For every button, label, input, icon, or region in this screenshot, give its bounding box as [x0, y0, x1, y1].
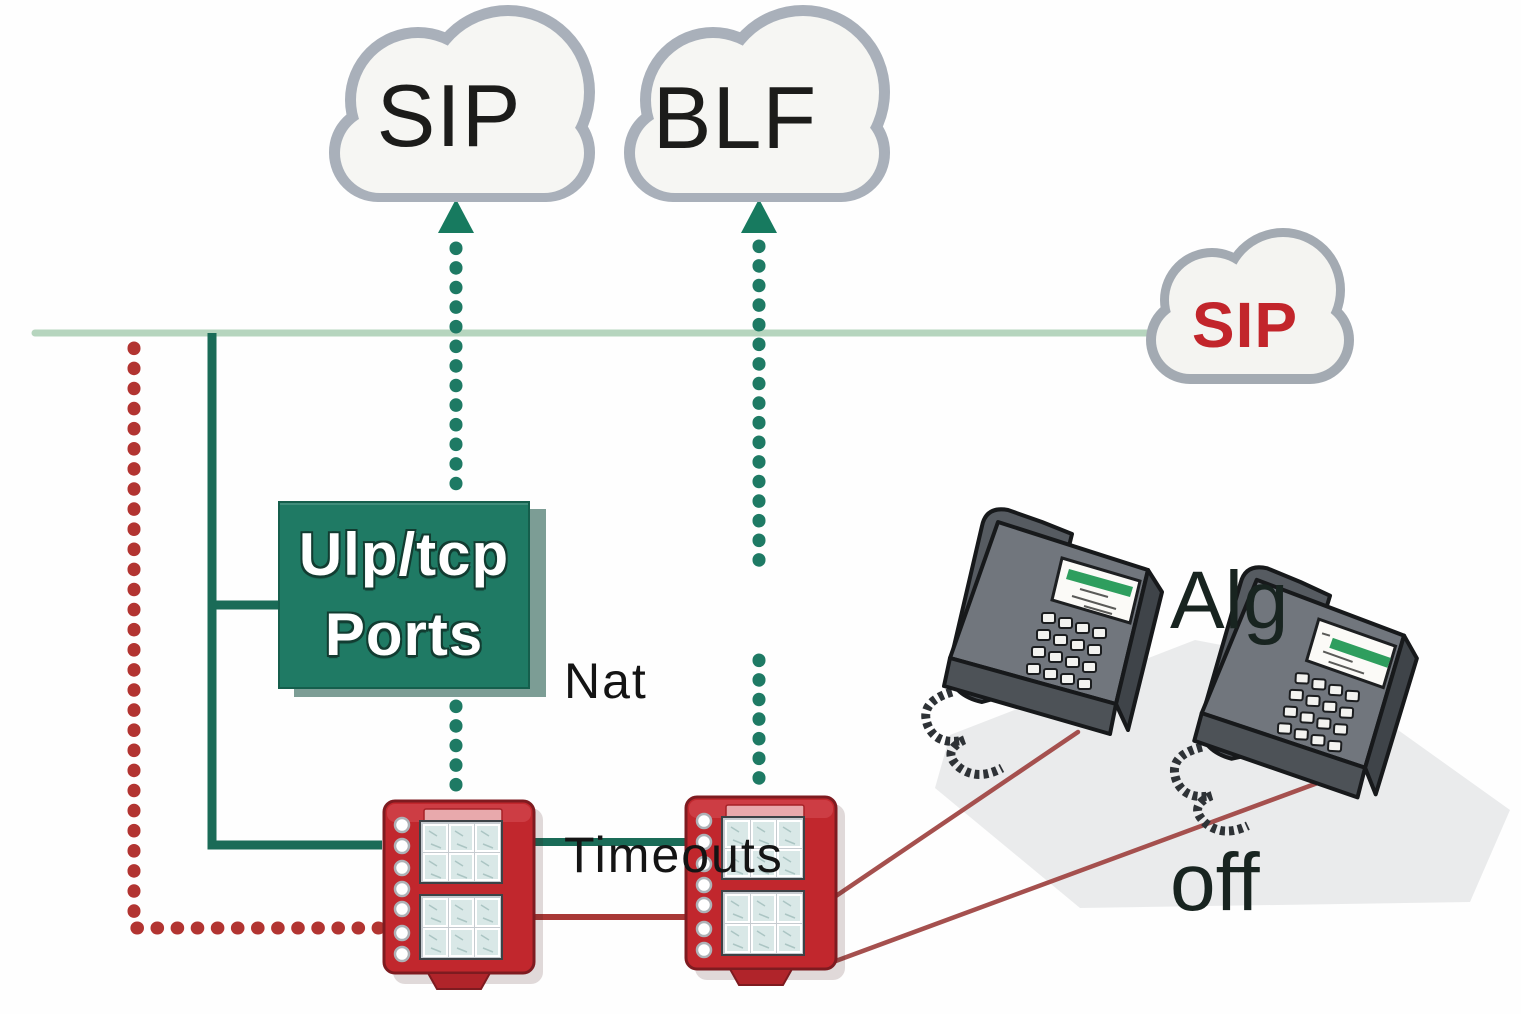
sip-cloud	[329, 5, 595, 202]
gateway-device-2	[684, 795, 845, 986]
device-led-column	[393, 816, 411, 963]
phone-cord	[1170, 742, 1250, 836]
up-arrow-icon	[741, 199, 777, 233]
sip-alg-cloud	[1146, 228, 1354, 384]
device-led-column	[695, 812, 713, 959]
blf-cloud-label: BLF	[652, 68, 818, 167]
phone1-link-line	[830, 729, 1081, 901]
device-keypad	[721, 816, 805, 956]
sip-cloud-label: SIP	[376, 66, 522, 165]
phone-keypad	[1026, 612, 1107, 690]
phone-body-front	[1192, 711, 1368, 800]
nat-line2: Timeouts	[564, 827, 784, 883]
desk-phone-2	[1170, 565, 1419, 836]
nat-line1: Nat	[564, 653, 648, 709]
device-keypad	[419, 820, 503, 960]
phone-body-front	[942, 656, 1118, 736]
phone-display	[1050, 556, 1142, 625]
red-dotted-line	[127, 341, 389, 935]
lan-green-line	[207, 333, 382, 850]
phone2-link-line	[830, 778, 1326, 965]
ports-box-line2: Ports	[324, 601, 484, 668]
alg-off-line1: Alg	[1170, 555, 1289, 646]
desk-phone-1	[921, 507, 1164, 779]
udp-tcp-ports-box: Ulp/tcp Ports	[278, 501, 530, 689]
sip-right-cloud-label: SIP	[1191, 289, 1299, 361]
alg-off-label: Alg off	[1170, 366, 1289, 1014]
phone-keypad	[1276, 672, 1360, 753]
ports-box-line1: Ulp/tcp	[298, 521, 510, 588]
phone-body-side	[1363, 633, 1419, 797]
phone-display	[1304, 617, 1398, 690]
gateway-device-1	[382, 799, 543, 990]
nat-timeouts-label: Nat Timeouts	[564, 536, 784, 942]
phone-body-side	[1114, 568, 1164, 732]
blf-cloud	[624, 5, 890, 202]
sip-dotted-line	[438, 199, 474, 795]
blf-dotted-line	[741, 199, 777, 797]
alg-off-line2: off	[1170, 837, 1260, 928]
up-arrow-icon	[438, 199, 474, 233]
phone-cord	[921, 687, 1005, 779]
